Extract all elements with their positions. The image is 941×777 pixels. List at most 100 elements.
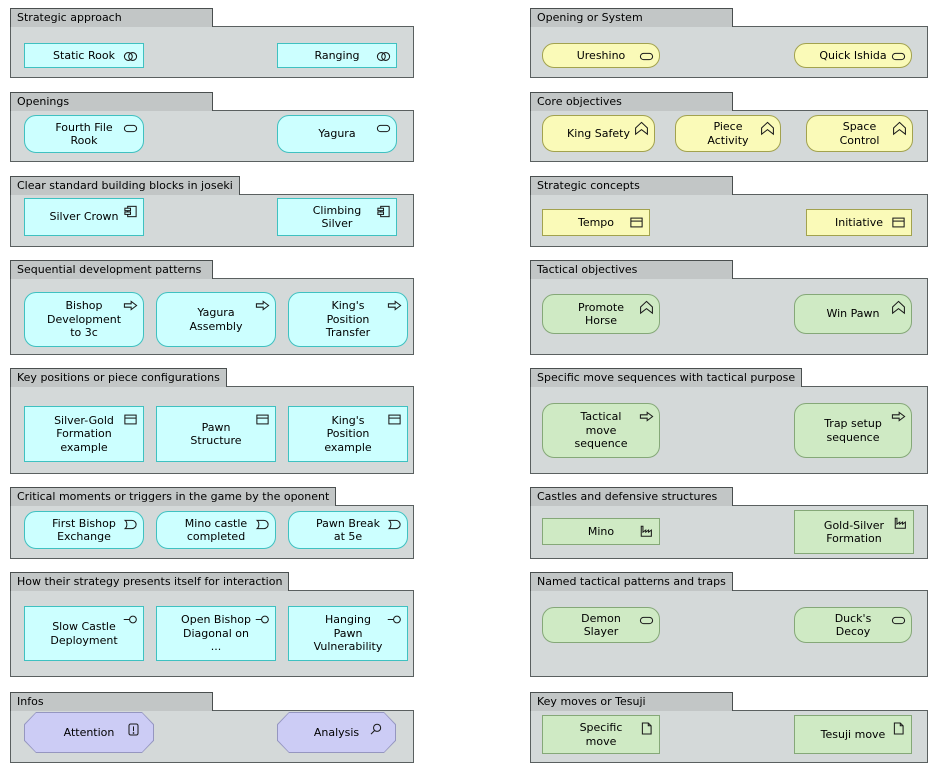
group-tab-strategic-approach[interactable]: Strategic approach — [10, 8, 213, 27]
group-tab-castles[interactable]: Castles and defensive structures — [530, 487, 733, 506]
element-bishop-development-to-3c[interactable]: Bishop Development to 3c — [24, 292, 144, 347]
element-kings-position-transfer[interactable]: King's Position Transfer — [288, 292, 408, 347]
element-label: Fourth File Rook — [55, 120, 113, 148]
element-label: Duck's Decoy — [834, 611, 872, 639]
element-tactical-move-sequence[interactable]: Tactical move sequence — [542, 403, 660, 458]
group-tab-tactical-objectives[interactable]: Tactical objectives — [530, 260, 733, 279]
group-tab-opening-or-system[interactable]: Opening or System — [530, 8, 733, 27]
business-object-icon — [388, 414, 401, 425]
element-label: Hanging Pawn Vulnerability — [313, 613, 383, 654]
group-tab-infos[interactable]: Infos — [10, 692, 213, 711]
goal-icon — [893, 121, 906, 135]
element-yagura[interactable]: Yagura — [277, 115, 397, 153]
element-initiative[interactable]: Initiative — [806, 209, 912, 236]
element-fourth-file-rook[interactable]: Fourth File Rook — [24, 115, 144, 153]
element-pawn-break-at-5e[interactable]: Pawn Break at 5e — [288, 511, 408, 549]
element-trap-setup-sequence[interactable]: Trap setup sequence — [794, 403, 912, 458]
group-tab-key-positions[interactable]: Key positions or piece configurations — [10, 368, 227, 387]
element-label: Attention — [63, 725, 115, 739]
goal-icon — [892, 300, 905, 314]
group-tab-core-objectives[interactable]: Core objectives — [530, 92, 733, 111]
element-label: Promote Horse — [578, 300, 624, 328]
element-label: First Bishop Exchange — [52, 516, 116, 544]
exclamation-icon — [128, 723, 139, 736]
element-kings-position-example[interactable]: King's Position example — [288, 406, 408, 462]
element-specific-move[interactable]: Specific move — [542, 715, 660, 754]
element-mino-castle-completed[interactable]: Mino castle completed — [156, 511, 276, 549]
element-ureshino[interactable]: Ureshino — [542, 43, 660, 68]
process-icon — [639, 411, 654, 422]
business-object-icon — [124, 414, 137, 425]
element-quick-ishida[interactable]: Quick Ishida — [794, 43, 912, 68]
element-silver-gold-formation-example[interactable]: Silver-Gold Formation example — [24, 406, 144, 462]
goal-icon — [640, 300, 653, 314]
element-king-safety[interactable]: King Safety — [542, 115, 655, 152]
element-static-rook[interactable]: Static Rook — [24, 43, 144, 68]
element-tempo[interactable]: Tempo — [542, 209, 650, 236]
group-tab-joseki-blocks[interactable]: Clear standard building blocks in joseki — [10, 176, 240, 195]
element-slow-castle-deployment[interactable]: Slow Castle Deployment — [24, 606, 144, 661]
group-tab-development-patterns[interactable]: Sequential development patterns — [10, 260, 213, 279]
octagon-shape — [24, 712, 154, 753]
element-label: Slow Castle Deployment — [50, 620, 118, 647]
element-label: Specific move — [579, 721, 623, 748]
element-label: Initiative — [834, 215, 884, 229]
element-label: Gold-Silver Formation — [823, 518, 885, 546]
element-analysis[interactable]: Analysis — [277, 712, 396, 753]
element-ducks-decoy[interactable]: Duck's Decoy — [794, 607, 912, 643]
goal-icon — [635, 121, 648, 135]
element-label: Ureshino — [576, 48, 626, 62]
event-icon — [388, 519, 401, 530]
element-mino[interactable]: Mino — [542, 518, 660, 545]
facility-icon — [640, 525, 652, 537]
process-icon — [387, 300, 402, 311]
interface-icon — [123, 615, 137, 624]
component-icon — [124, 205, 137, 218]
element-attention[interactable]: Attention — [24, 712, 154, 753]
process-icon — [891, 411, 906, 422]
element-piece-activity[interactable]: Piece Activity — [675, 115, 781, 152]
business-object-icon — [256, 414, 269, 425]
element-label: Yagura Assembly — [189, 306, 243, 333]
group-tab-tactical-patterns[interactable]: Named tactical patterns and traps — [530, 572, 733, 591]
element-label: Demon Slayer — [581, 611, 621, 639]
group-tab-key-moves[interactable]: Key moves or Tesuji — [530, 692, 733, 711]
element-label: Pawn Structure — [190, 420, 242, 448]
element-label: Tactical move sequence — [574, 410, 628, 451]
octagon-shape — [277, 712, 396, 753]
element-promote-horse[interactable]: Promote Horse — [542, 294, 660, 334]
element-demon-slayer[interactable]: Demon Slayer — [542, 607, 660, 643]
element-ranging[interactable]: Ranging — [277, 43, 397, 68]
collaboration-icon — [376, 52, 391, 61]
element-tesuji-move[interactable]: Tesuji move — [794, 715, 912, 754]
group-tab-openings[interactable]: Openings — [10, 92, 213, 111]
element-pawn-structure[interactable]: Pawn Structure — [156, 406, 276, 462]
element-climbing-silver[interactable]: Climbing Silver — [277, 198, 397, 236]
service-icon — [639, 616, 654, 625]
service-icon — [639, 52, 654, 61]
facility-icon — [894, 517, 906, 529]
element-space-control[interactable]: Space Control — [806, 115, 913, 152]
element-label: Trap setup sequence — [824, 417, 882, 444]
event-icon — [124, 519, 137, 530]
element-label: King Safety — [567, 126, 630, 140]
element-hanging-pawn-vulnerability[interactable]: Hanging Pawn Vulnerability — [288, 606, 408, 661]
element-label: Quick Ishida — [819, 48, 887, 62]
artifact-icon — [893, 722, 904, 735]
group-tab-move-sequences[interactable]: Specific move sequences with tactical pu… — [530, 368, 803, 387]
element-label: Bishop Development to 3c — [46, 299, 122, 340]
element-gold-silver-formation[interactable]: Gold-Silver Formation — [794, 510, 914, 554]
element-open-bishop-diagonal[interactable]: Open Bishop Diagonal on ... — [156, 606, 276, 661]
group-tab-strategy-interaction[interactable]: How their strategy presents itself for i… — [10, 572, 290, 591]
element-silver-crown[interactable]: Silver Crown — [24, 198, 144, 236]
service-icon — [376, 124, 391, 133]
element-first-bishop-exchange[interactable]: First Bishop Exchange — [24, 511, 144, 549]
element-label: Open Bishop Diagonal on ... — [181, 613, 251, 654]
group-tab-critical-moments[interactable]: Critical moments or triggers in the game… — [10, 487, 337, 506]
element-label: Analysis — [313, 725, 360, 739]
element-win-pawn[interactable]: Win Pawn — [794, 294, 912, 334]
artifact-icon — [641, 722, 652, 735]
element-yagura-assembly[interactable]: Yagura Assembly — [156, 292, 276, 347]
group-tab-strategic-concepts[interactable]: Strategic concepts — [530, 176, 733, 195]
